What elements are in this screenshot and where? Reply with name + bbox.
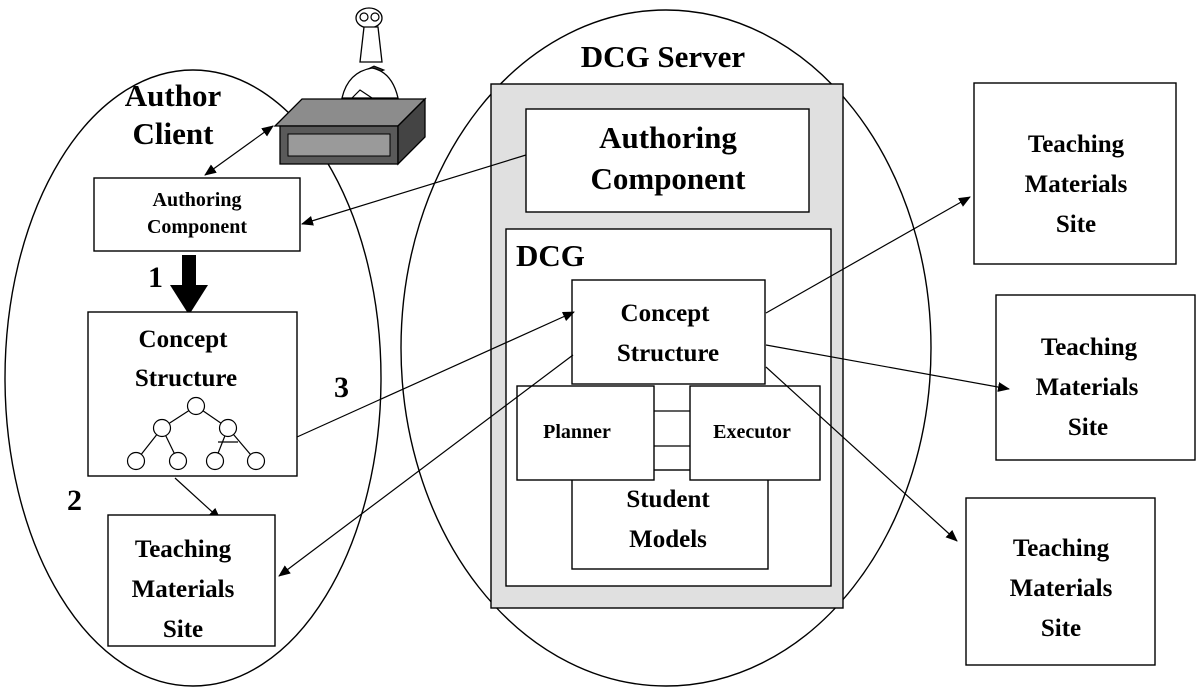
student-models-line2: Models (629, 526, 707, 553)
dcg-server-ellipse (400, 9, 932, 687)
concept-to-external-site-2-arrow (765, 344, 1010, 392)
external-site-3-line3: Site (1041, 615, 1081, 642)
server-authoring-component-line2: Component (590, 161, 746, 196)
dcg-label: DCG (516, 238, 585, 273)
concept-to-external-site-1-arrow (765, 196, 971, 314)
step-2-label: 2 (67, 484, 82, 517)
server-concept-structure-line2: Structure (617, 340, 719, 367)
author-client-title-line2: Client (133, 116, 215, 151)
server-authoring-to-client-authoring-arrow (301, 154, 527, 226)
server-concept-structure-box (571, 279, 766, 385)
client-authoring-component-line1: Authoring (153, 189, 242, 211)
client-teaching-site-line2: Materials (132, 576, 235, 603)
external-site-1-line1: Teaching (1028, 131, 1125, 158)
client-teaching-site-line1: Teaching (135, 536, 232, 563)
concept-tree-graphic (126, 396, 266, 471)
student-models-box (571, 469, 769, 570)
step-1-label: 1 (148, 261, 163, 294)
client-teaching-site-box (107, 514, 276, 647)
executor-label: Executor (713, 421, 791, 443)
server-authoring-component-line1: Authoring (599, 120, 737, 155)
server-authoring-component-box (525, 108, 810, 213)
concept-to-external-site-3-arrow (765, 366, 958, 542)
planner-box (516, 385, 655, 481)
external-site-1-line2: Materials (1025, 171, 1128, 198)
step-1-thick-arrow (170, 255, 208, 315)
author-at-desk-illustration (273, 7, 427, 166)
external-site-3-box (965, 497, 1156, 666)
student-models-line1: Student (626, 486, 710, 513)
client-concept-structure-box (87, 311, 298, 477)
author-to-authoring-arrow (204, 125, 274, 176)
external-site-3-line2: Materials (1010, 575, 1113, 602)
step-3-concept-upload-arrow (296, 311, 575, 438)
client-authoring-component-line2: Component (147, 216, 247, 238)
client-concept-structure-line2: Structure (135, 365, 237, 392)
external-site-1-box (973, 82, 1177, 265)
author-client-title-line1: Author (125, 78, 222, 113)
client-authoring-component-box (93, 177, 301, 252)
client-concept-structure-line1: Concept (139, 326, 229, 353)
executor-box (689, 385, 821, 481)
server-concept-to-client-site-arrow (278, 354, 574, 577)
external-site-2-line3: Site (1068, 414, 1108, 441)
external-site-1-line3: Site (1056, 211, 1096, 238)
step-3-label: 3 (334, 371, 349, 404)
client-teaching-site-line3: Site (163, 616, 203, 643)
planner-label: Planner (543, 421, 611, 443)
author-client-ellipse (4, 69, 382, 687)
external-site-2-line2: Materials (1036, 374, 1139, 401)
external-site-2-box (995, 294, 1196, 461)
external-site-3-line1: Teaching (1013, 535, 1110, 562)
server-concept-structure-line1: Concept (621, 300, 711, 327)
dcg-server-title: DCG Server (581, 39, 746, 74)
external-site-2-line1: Teaching (1041, 334, 1138, 361)
concept-to-site-arrow (174, 477, 221, 520)
